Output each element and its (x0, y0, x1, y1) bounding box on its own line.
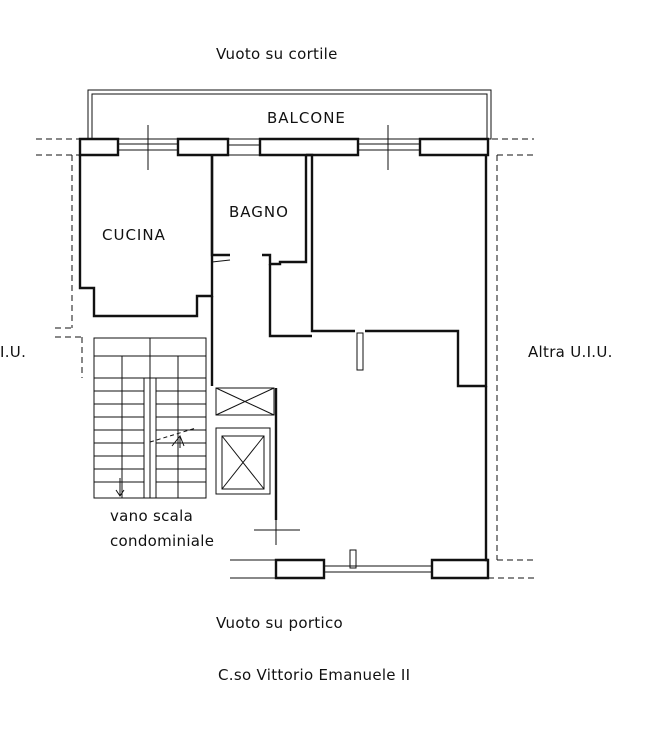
label-stair-line2: condominiale (110, 532, 215, 550)
label-top-courtyard: Vuoto su cortile (216, 45, 338, 63)
label-cucina: CUCINA (102, 226, 166, 244)
neighbour-boundaries (36, 138, 534, 579)
elevator (215, 427, 271, 495)
staircase (93, 337, 207, 499)
entrance-wall (254, 388, 300, 545)
label-left-uiu: I.U. (0, 343, 27, 361)
label-stair-line1: vano scala (110, 507, 194, 525)
label-right-uiu: Altra U.I.U. (528, 343, 613, 361)
label-bagno: BAGNO (229, 203, 289, 221)
corridor-walls (210, 153, 488, 562)
shaft-upper (215, 387, 275, 416)
kitchen-walls (78, 155, 214, 318)
bottom-wall (230, 549, 490, 580)
label-balcone: BALCONE (267, 109, 346, 127)
label-bottom-portico: Vuoto su portico (216, 614, 343, 632)
bathroom-walls (210, 155, 308, 266)
label-bottom-street: C.so Vittorio Emanuele II (218, 666, 411, 684)
top-wall (78, 125, 490, 170)
door-swing (356, 332, 364, 371)
